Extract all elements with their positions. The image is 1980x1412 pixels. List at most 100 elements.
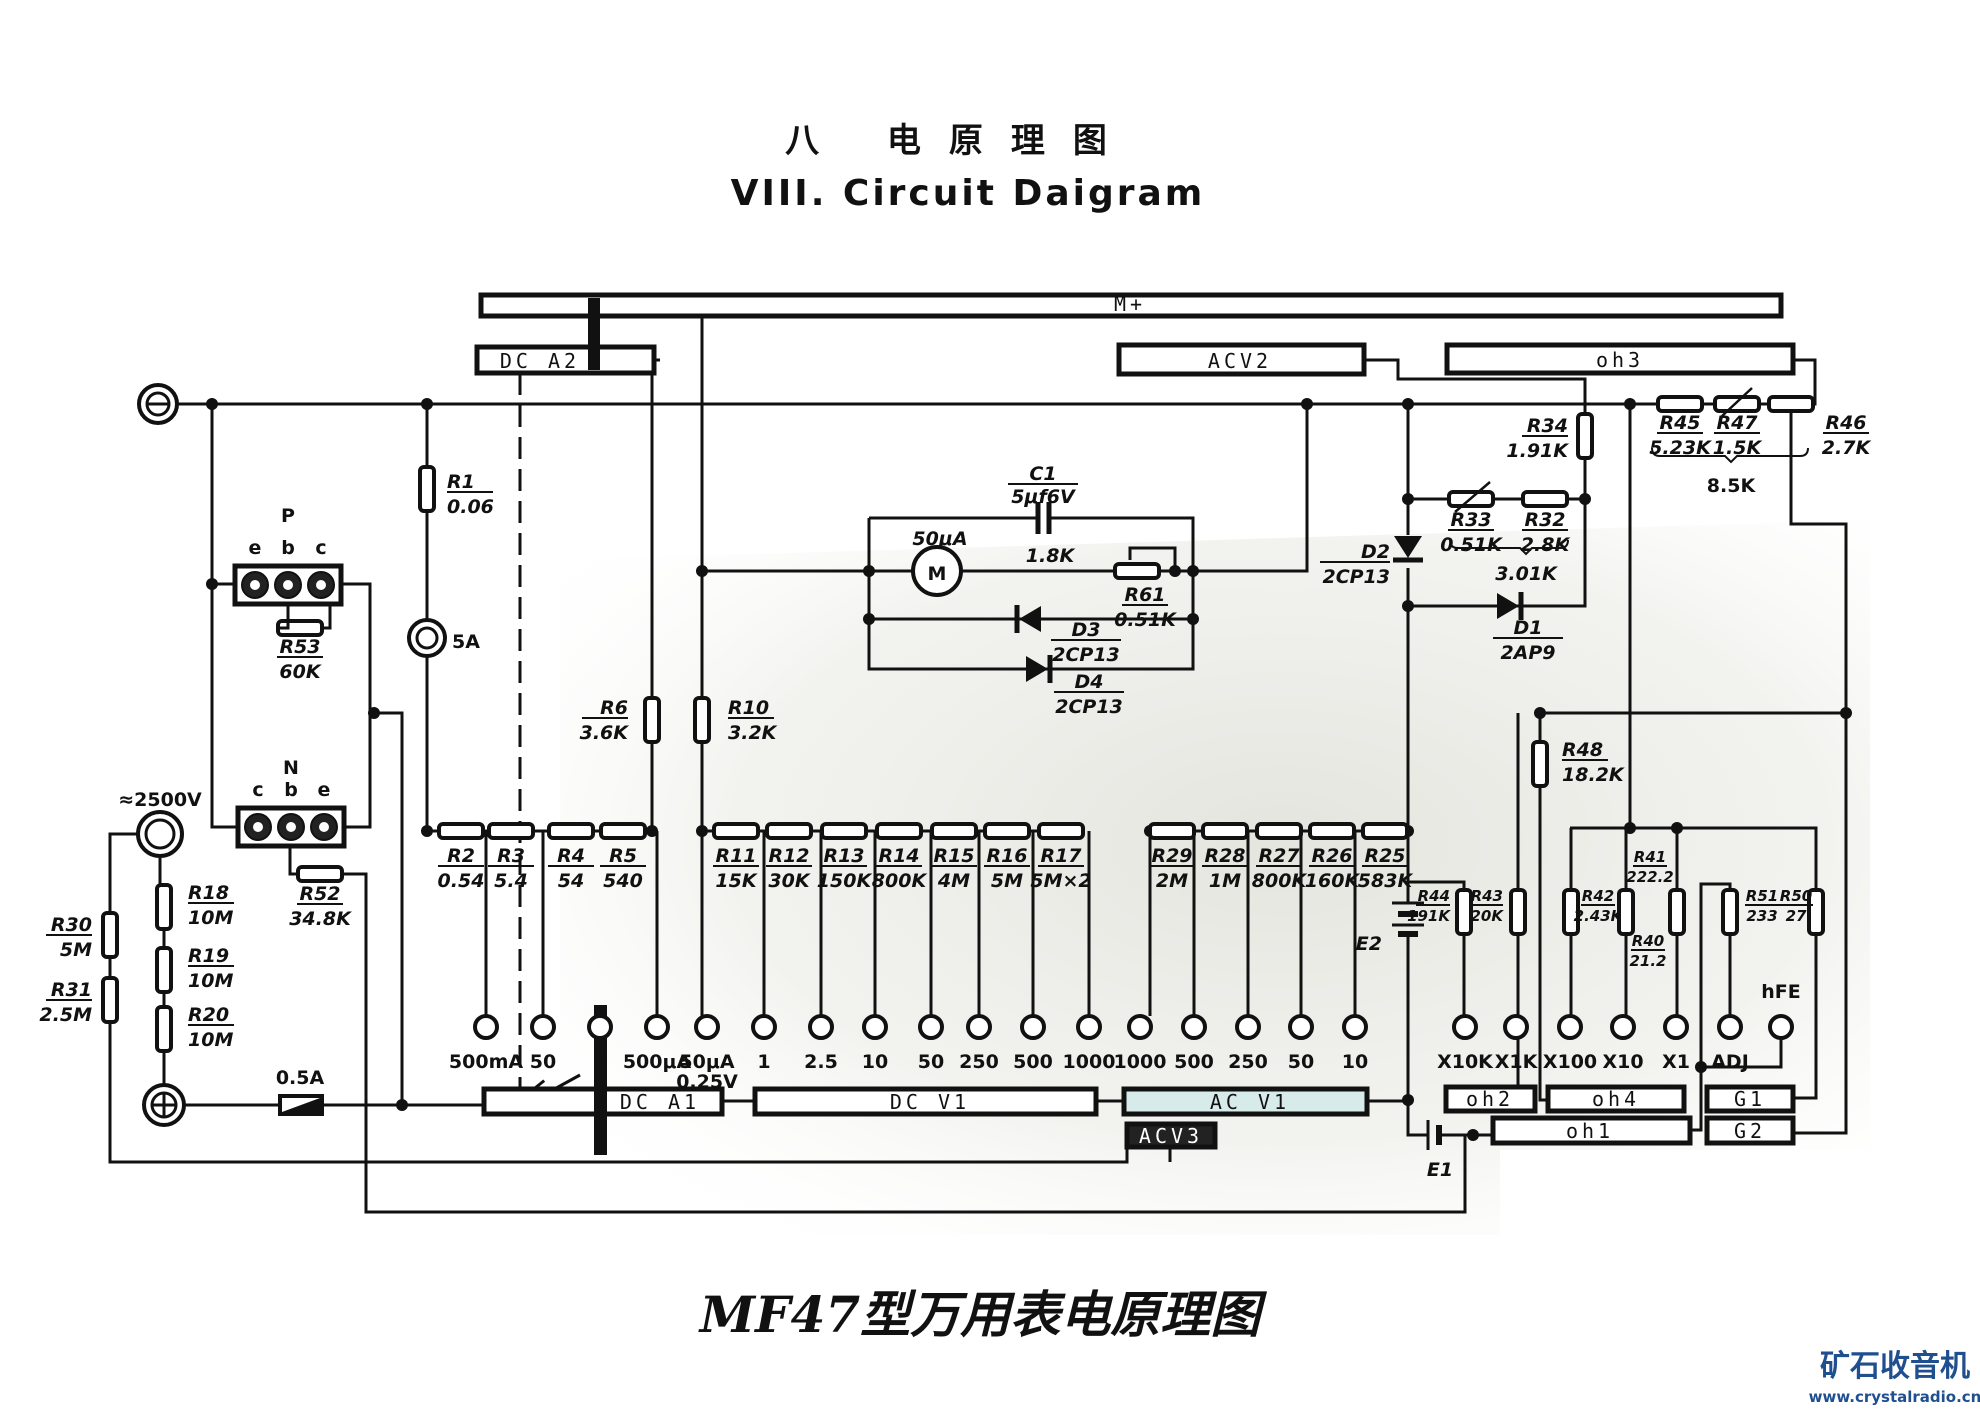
range-terminal[interactable]	[1342, 1014, 1368, 1040]
range-terminal[interactable]	[1181, 1014, 1207, 1040]
range-terminal[interactable]	[966, 1014, 992, 1040]
resistor-r17	[1037, 822, 1085, 840]
resistor-r13-name: R13	[823, 845, 864, 867]
switch-bar-acv3[interactable]	[1124, 1121, 1218, 1150]
range-terminal[interactable]	[1235, 1014, 1261, 1040]
range-terminal[interactable]	[1768, 1014, 1794, 1040]
plus-icon	[152, 1093, 176, 1117]
fuse-element	[282, 1098, 320, 1112]
switch-bar-dcv1[interactable]	[752, 1086, 1099, 1117]
resistor-r50-name: R50	[1780, 887, 1812, 905]
switch-bar-oh3[interactable]	[1444, 342, 1796, 376]
range-terminal[interactable]	[808, 1014, 834, 1040]
junction-dot	[421, 398, 433, 410]
resistor-r19	[155, 946, 173, 994]
watermark-logo: 矿石收音机	[1820, 1349, 1970, 1384]
range-terminal[interactable]	[530, 1014, 556, 1040]
range-terminal[interactable]	[1663, 1014, 1689, 1040]
resistor-r45-name: R45	[1659, 412, 1700, 434]
range-terminal[interactable]	[1127, 1014, 1153, 1040]
range-terminal[interactable]	[1717, 1014, 1743, 1040]
switch-bar-g2[interactable]	[1704, 1115, 1796, 1146]
resistor-r16	[983, 822, 1031, 840]
resistor-r26	[1308, 822, 1356, 840]
diode-d4-value: 2CP13	[1055, 696, 1123, 718]
range-terminal[interactable]	[1076, 1014, 1102, 1040]
range-terminal[interactable]	[862, 1014, 888, 1040]
wire	[344, 713, 372, 829]
resistor-r10	[693, 696, 711, 744]
range-terminal[interactable]	[751, 1014, 777, 1040]
range-label: 50	[530, 1051, 556, 1073]
jack-5a[interactable]	[407, 618, 447, 658]
selector-slider-top[interactable]	[588, 298, 600, 370]
switch-bar-label-meter_plus: M+	[1114, 292, 1146, 316]
resistor-r1-value: 0.06	[447, 496, 494, 518]
battery-e2-label: E2	[1356, 933, 1382, 955]
resistor-r27	[1255, 822, 1303, 840]
junction-dot	[1695, 1061, 1707, 1073]
switch-bar-acv1[interactable]	[1121, 1086, 1370, 1117]
resistor-r11-value: 15K	[715, 870, 757, 892]
switch-bar-acv2[interactable]	[1116, 342, 1367, 377]
range-terminal[interactable]	[1288, 1014, 1314, 1040]
switch-link-dashed	[518, 373, 546, 1104]
junction-dot	[1579, 493, 1591, 505]
resistor-r4-value: 54	[558, 870, 584, 892]
socket-n-label: N	[283, 757, 299, 779]
socket-p-pin-label: c	[315, 537, 326, 559]
switch-bar-label-acv3: ACV3	[1139, 1124, 1203, 1148]
junction-dot	[1467, 1129, 1479, 1141]
switch-bar-label-oh2: oh2	[1466, 1087, 1514, 1111]
resistor-r14-value: 800K	[872, 870, 928, 892]
resistor-r2	[437, 822, 485, 840]
junction-dot	[206, 398, 218, 410]
resistor-r51	[1721, 888, 1739, 936]
resistor-r44-value: 191K	[1407, 907, 1451, 925]
range-terminal[interactable]	[473, 1014, 499, 1040]
range-label: 10	[1342, 1051, 1368, 1073]
resistor-r19-value: 10M	[188, 970, 233, 992]
range-terminal[interactable]	[694, 1014, 720, 1040]
resistor-r1-name: R1	[447, 471, 475, 493]
resistor-r1	[418, 465, 436, 513]
title-chinese: 八 电原理图	[785, 121, 1135, 161]
junction-dot	[1624, 398, 1636, 410]
range-terminal[interactable]	[1610, 1014, 1636, 1040]
range-terminal[interactable]	[1503, 1014, 1529, 1040]
switch-bar-oh4[interactable]	[1545, 1084, 1687, 1114]
resistor-r30-value: 5M	[60, 939, 92, 961]
resistor-r29-value: 2M	[1156, 870, 1188, 892]
junction-dot	[396, 1099, 408, 1111]
switch-bar-dca2[interactable]	[474, 344, 657, 376]
range-terminal[interactable]	[587, 1014, 613, 1040]
switch-bar-label-oh4: oh4	[1592, 1087, 1640, 1111]
range-terminal[interactable]	[1452, 1014, 1478, 1040]
range-terminal[interactable]	[644, 1014, 670, 1040]
wire	[108, 1022, 1129, 1164]
switch-bar-label-oh3: oh3	[1596, 348, 1644, 372]
range-terminal[interactable]	[1020, 1014, 1046, 1040]
junction-dot	[1187, 613, 1199, 625]
resistor-r61-value: 0.51K	[1114, 609, 1177, 631]
switch-bar-meter_plus[interactable]	[478, 292, 1784, 319]
resistor-r41-value: 222.2	[1626, 868, 1673, 886]
switch-bar-oh2[interactable]	[1443, 1084, 1538, 1114]
resistor-r50-value: 27	[1786, 907, 1807, 925]
range-terminal[interactable]	[1557, 1014, 1583, 1040]
switch-bar-g1[interactable]	[1704, 1084, 1796, 1114]
junction-dot	[1671, 822, 1683, 834]
switch-bar-label-dca2: DC A2	[500, 349, 580, 373]
resistor-r18	[155, 883, 173, 931]
range-label: 1000	[1063, 1051, 1116, 1073]
resistor-r29-name: R29	[1151, 845, 1192, 867]
resistor-r27-name: R27	[1258, 845, 1300, 867]
range-terminal[interactable]	[918, 1014, 944, 1040]
wire	[108, 832, 146, 913]
resistor-r61	[1113, 562, 1161, 580]
jack-2500v[interactable]	[136, 810, 184, 858]
switch-bar-label-oh1: oh1	[1566, 1119, 1614, 1143]
switch-bar-oh1[interactable]	[1490, 1115, 1693, 1146]
selector-slider-bottom[interactable]	[594, 1005, 607, 1155]
resistor-r31	[101, 976, 119, 1024]
